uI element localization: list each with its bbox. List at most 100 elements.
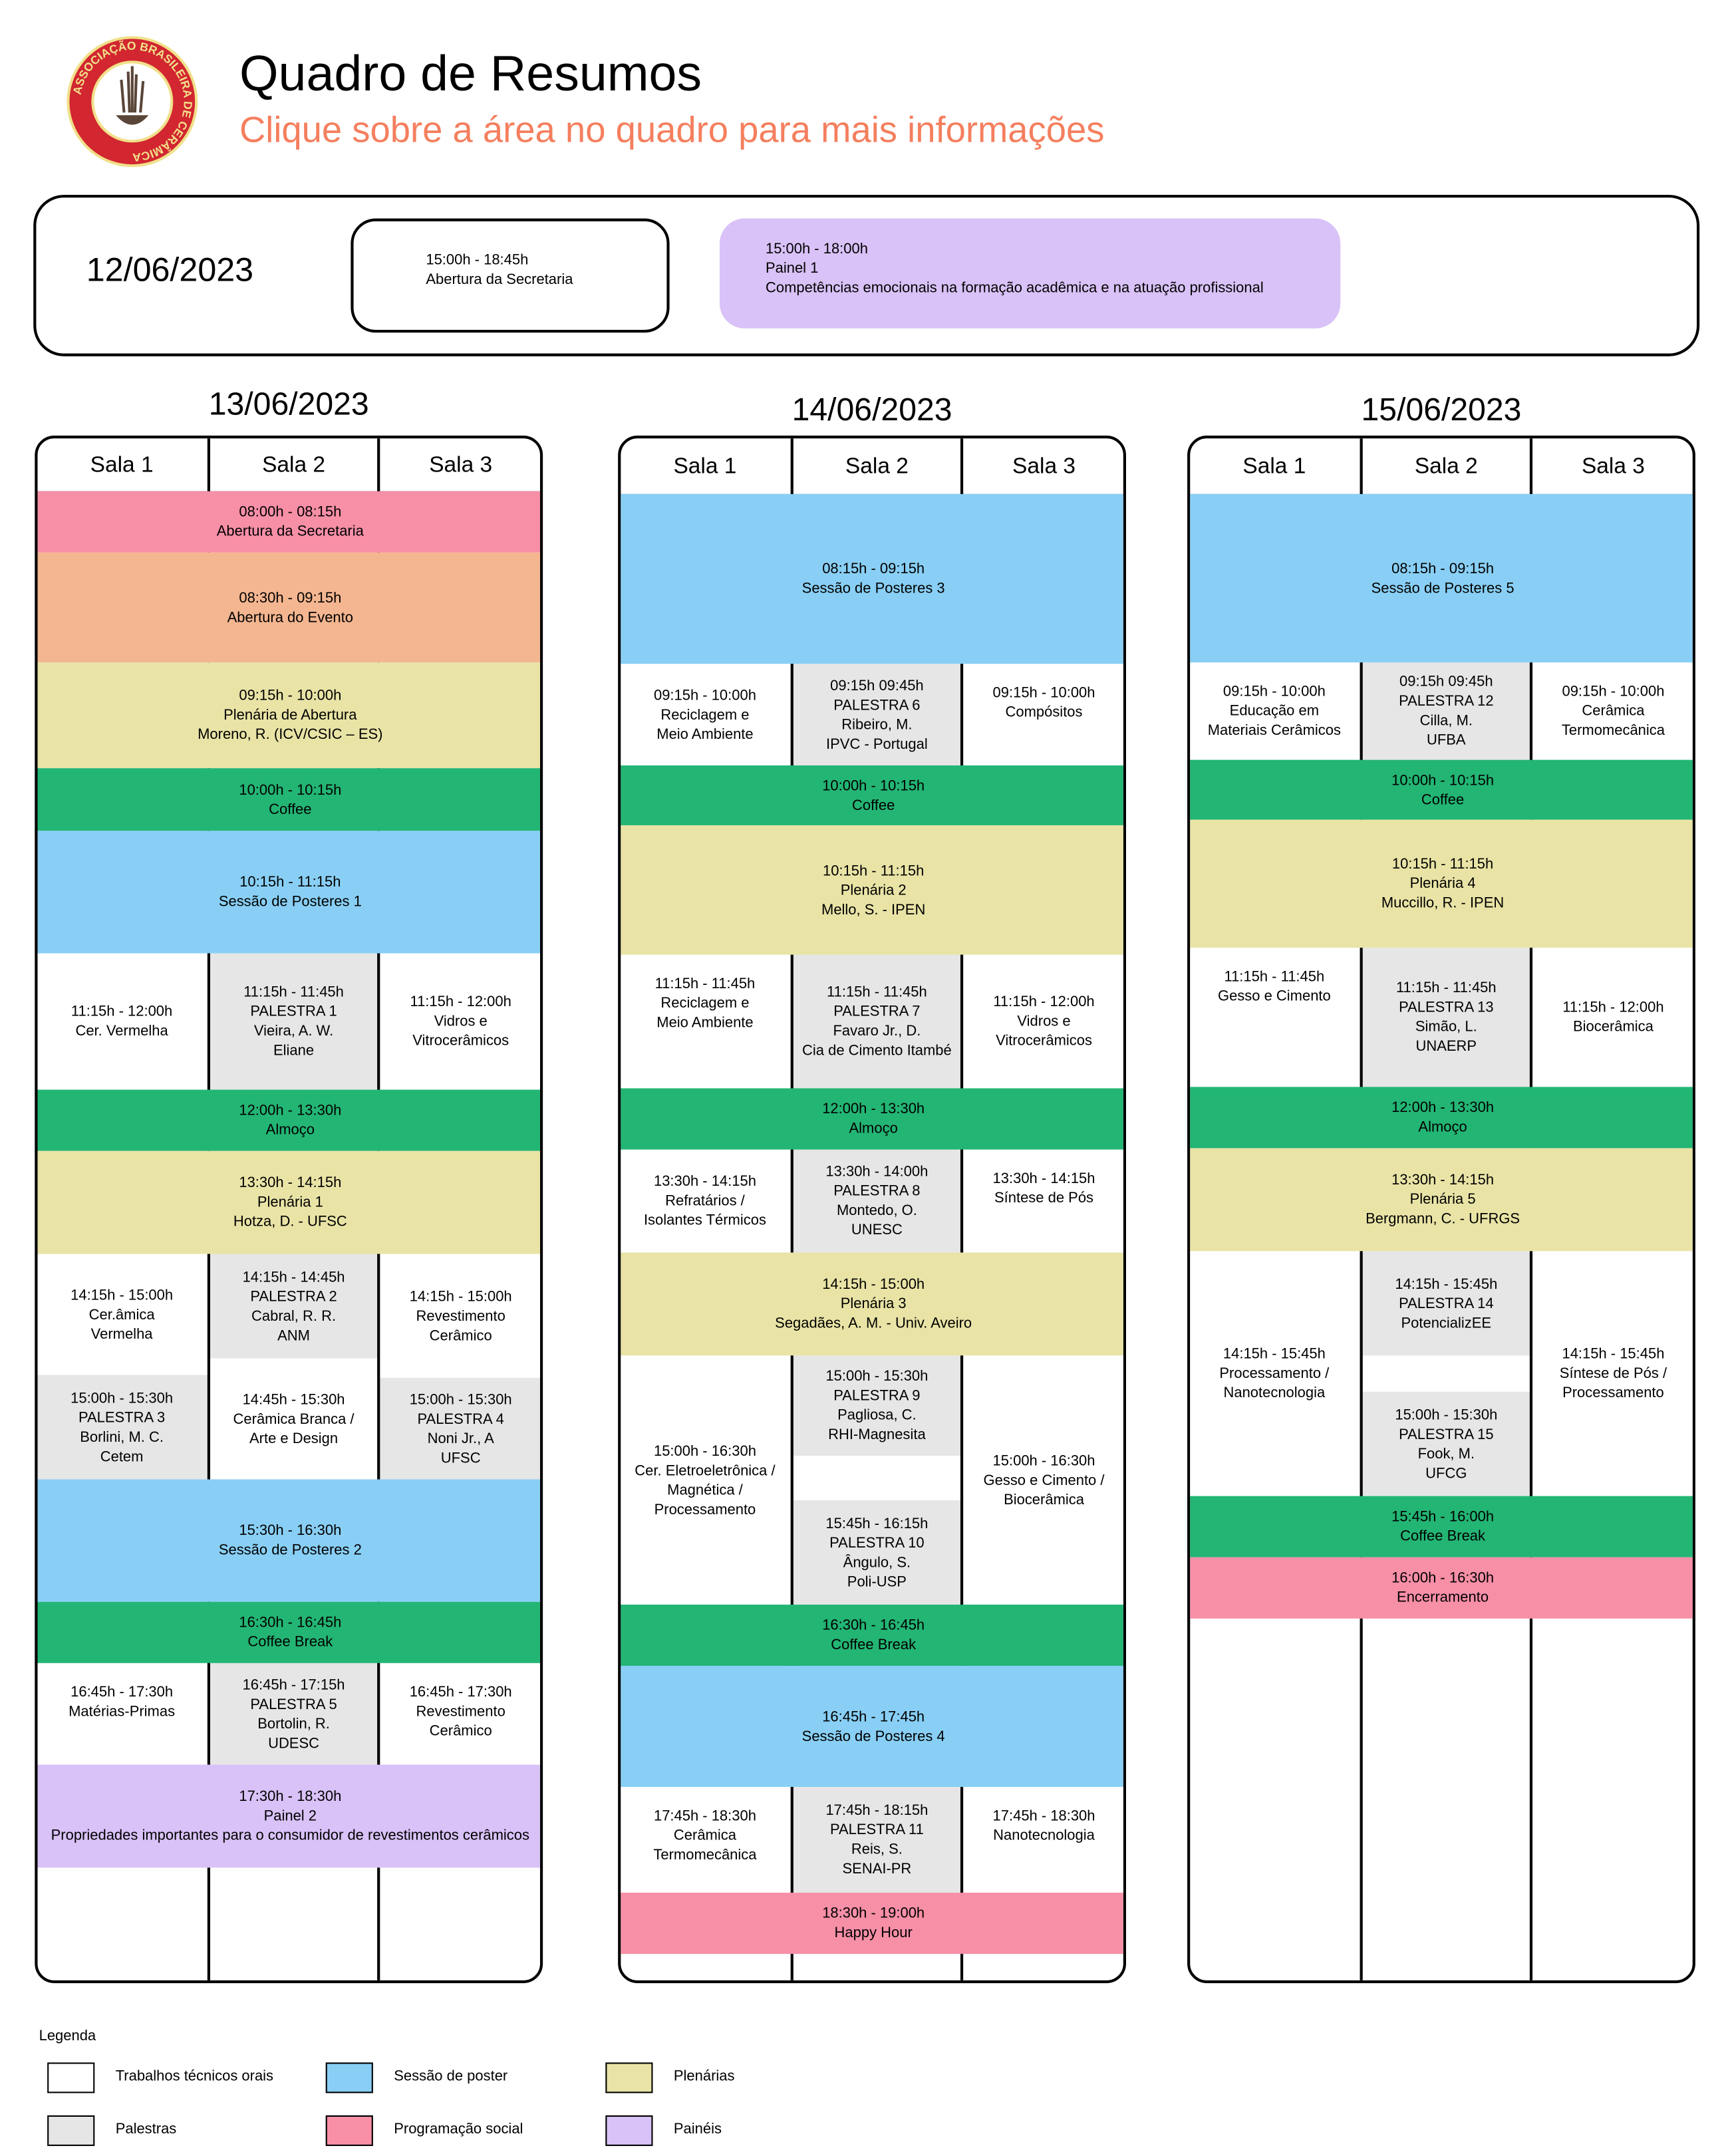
- block-line: Cabral, R. R.: [251, 1307, 337, 1325]
- block-line: IPVC - Portugal: [826, 735, 928, 753]
- block-line: Eliane: [273, 1042, 315, 1059]
- block-line: Sessão de Posteres 4: [801, 1728, 945, 1745]
- room-header: Sala 1: [37, 438, 209, 494]
- block-line: Abertura da Secretaria: [216, 523, 364, 540]
- block-line: 16:00h - 16:30h: [1391, 1569, 1495, 1587]
- block-line: 15:00h - 18:45h: [426, 251, 529, 269]
- block-line: 13:30h - 14:15h: [1391, 1172, 1495, 1189]
- abc-logo: ASSOCIAÇÃO BRASILEIRA DE CERÂMICA: [67, 36, 198, 168]
- block-line: Poli-USP: [847, 1573, 907, 1590]
- abertura-secretaria-block[interactable]: [351, 218, 670, 333]
- block-line: Cer.âmica: [88, 1305, 155, 1323]
- block-line: PALESTRA 6: [833, 696, 921, 714]
- block-line: 10:00h - 10:15h: [822, 777, 925, 794]
- block-line: Plenária 3: [840, 1295, 907, 1313]
- block-line: Sessão de Posteres 1: [218, 893, 362, 910]
- block-line: Vidros e: [1017, 1013, 1071, 1030]
- block-line: PotencializEE: [1401, 1314, 1492, 1331]
- block-line: 17:45h - 18:30h: [653, 1808, 756, 1825]
- block-line: Fook, M.: [1417, 1445, 1475, 1462]
- day-date: 15/06/2023: [1361, 391, 1522, 428]
- block-line: Plenária 5: [1409, 1191, 1476, 1208]
- block-line: PALESTRA 1: [250, 1003, 337, 1020]
- abertura-secretaria-text: 15:00h - 18:45h Abertura da Secretaria: [426, 251, 573, 290]
- block-line: 09:15h - 10:00h: [239, 687, 342, 704]
- block-line: 08:15h - 09:15h: [1391, 560, 1495, 577]
- block-line: Cerâmico: [429, 1327, 492, 1344]
- page-subtitle[interactable]: Clique sobre a área no quadro para mais …: [239, 108, 1105, 151]
- legend-swatch-white: [47, 2062, 95, 2093]
- block-line: 14:15h - 15:45h: [1395, 1275, 1498, 1293]
- block-line: 09:15h 09:45h: [830, 677, 924, 694]
- block-line: Segadães, A. M. - Univ. Aveiro: [775, 1315, 972, 1332]
- block-line: 13:30h - 14:15h: [239, 1174, 342, 1192]
- block-line: Encerramento: [1397, 1589, 1489, 1606]
- painel-1-block[interactable]: [719, 218, 1341, 329]
- block-line: Meio Ambiente: [656, 1014, 754, 1031]
